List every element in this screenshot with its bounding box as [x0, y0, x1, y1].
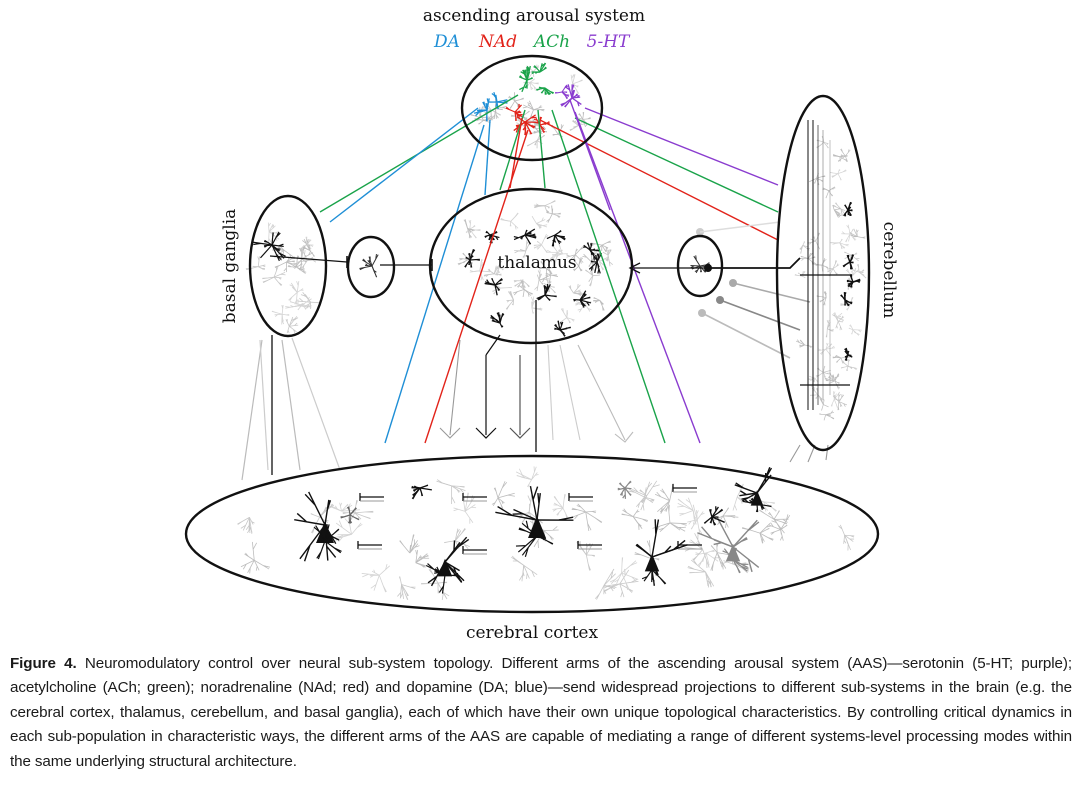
legend: DA NAd ACh 5-HT: [433, 32, 631, 52]
neuron-clusters: [237, 62, 867, 601]
figure-caption: Figure 4. Neuromodulatory control over n…: [10, 652, 1072, 774]
5ht-projection-cortex: [574, 111, 701, 444]
deep-cerebellar-nucleus-ellipse: [676, 234, 724, 298]
ach-projection-cerebellum: [574, 117, 779, 213]
cerebellum-ellipse: [775, 94, 871, 452]
da-projection-thalamus: [484, 119, 491, 196]
nad-projection-cortex: [424, 129, 529, 444]
cerebral-cortex-label: cerebral cortex: [466, 623, 599, 640]
cerebellum-layers: [800, 120, 850, 410]
bg-to-gp-link: [269, 255, 348, 263]
5ht-projection-cerebellum: [584, 107, 779, 186]
basal-ganglia-ellipse: [248, 194, 328, 338]
da-projection-basal-ganglia: [329, 107, 479, 223]
neuromodulation-diagram: ascending arousal system DA NAd ACh 5-HT…: [184, 6, 899, 640]
thalamus-label: thalamus: [497, 253, 576, 273]
ach-projection-thalamus-2: [537, 109, 546, 189]
ascending-arousal-system-ellipse: [460, 54, 604, 162]
da-projection-cortex: [384, 124, 485, 444]
ach-projection-cortex: [551, 109, 666, 444]
nad-projection-thalamus: [509, 117, 523, 189]
cerebral-cortex-ellipse: [184, 454, 880, 614]
header-label: ascending arousal system: [423, 6, 645, 26]
black-connections: [241, 221, 829, 481]
legend-ach: ACh: [532, 32, 570, 52]
nad-projection-cerebellum: [539, 119, 779, 241]
legend-nad: NAd: [478, 32, 517, 52]
caption-label: Figure 4.: [10, 655, 77, 672]
legend-5ht: 5-HT: [587, 32, 631, 52]
thalamus-ellipse: [428, 187, 634, 345]
caption-text: Neuromodulatory control over neural sub-…: [10, 655, 1072, 770]
globus-pallidus-ellipse: [346, 235, 396, 299]
cerebellum-output-link: [708, 257, 801, 269]
legend-da: DA: [433, 32, 460, 52]
basal-ganglia-label: basal ganglia: [220, 209, 240, 324]
cerebellum-label: cerebellum: [879, 222, 899, 319]
projection-lines: [319, 94, 779, 444]
